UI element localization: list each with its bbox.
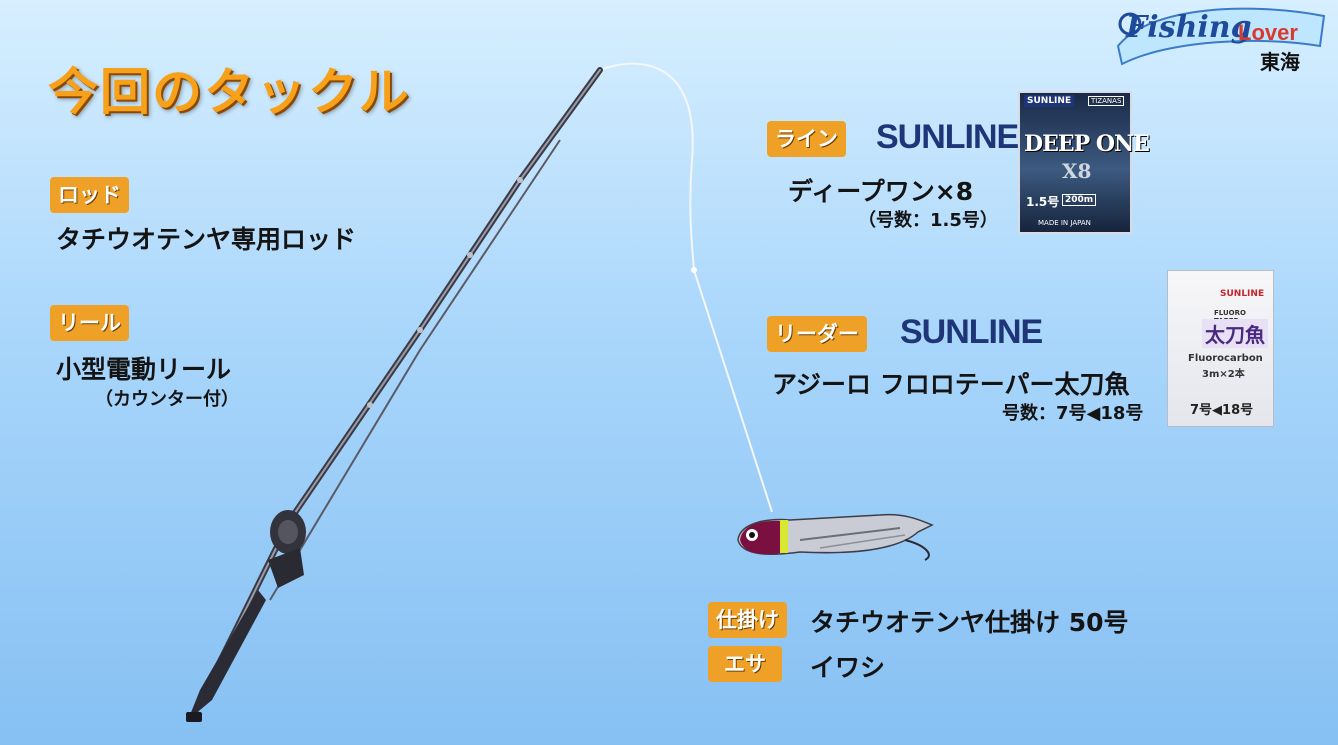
reel-graphic [268, 510, 306, 588]
leader-product: アジーロ フロロテーパー太刀魚 [772, 370, 1130, 399]
leader-tag: リーダー [767, 316, 867, 352]
page-title: 今回のタックル [48, 63, 411, 121]
logo-badge [1116, 7, 1326, 66]
line-package-length: 200m [1062, 194, 1097, 206]
bait-text: イワシ [810, 653, 886, 682]
rig-tag: 仕掛け [708, 602, 787, 638]
logo-text-main: Fishing [1126, 10, 1252, 45]
reel-sub: （カウンター付） [95, 389, 239, 410]
leader-package-image: SUNLINE FLUORO TAPER 太刀魚 Fluorocarbon 3m… [1167, 270, 1274, 427]
channel-logo: Fishing Lover 東海 [1110, 6, 1332, 74]
logo-text-accent: Lover [1238, 20, 1298, 45]
lure-graphic [737, 513, 934, 561]
leader-package-material: Fluorocarbon [1188, 353, 1263, 364]
leader-package-maker: SUNLINE [1220, 289, 1265, 299]
bait-tag: エサ [708, 646, 782, 682]
reel-text: 小型電動リール [56, 355, 232, 384]
leader-brand: SUNLINE [900, 313, 1043, 351]
line-package-variant: X8 [1062, 159, 1092, 183]
line-package-size: 1.5号 [1026, 195, 1060, 209]
line-tag: ライン [767, 121, 846, 157]
line-product: ディープワン×8 [788, 177, 974, 206]
rod-text: タチウオテンヤ専用ロッド [56, 225, 357, 254]
line-package-origin: MADE IN JAPAN [1038, 219, 1091, 227]
line-brand: SUNLINE [876, 118, 1019, 156]
leader-package-length: 3m×2本 [1202, 369, 1245, 380]
line-package-name: DEEP ONE [1024, 131, 1150, 157]
line-package-maker: SUNLINE [1024, 95, 1075, 107]
leader-package-name: 太刀魚 [1202, 319, 1268, 348]
rod-tag: ロッド [50, 177, 129, 213]
line-spec: （号数：1.5号） [858, 210, 998, 231]
leader-package-size: 7号◀18号 [1190, 403, 1254, 418]
rig-text: タチウオテンヤ仕掛け 50号 [810, 608, 1129, 637]
line-package-series: TIZANAS [1088, 96, 1125, 106]
line-package-image: SUNLINE TIZANAS DEEP ONE X8 1.5号 200m MA… [1018, 91, 1150, 234]
logo-text-region: 東海 [1260, 50, 1300, 74]
leader-spec: 号数：7号◀18号 [1002, 403, 1144, 424]
reel-tag: リール [50, 305, 129, 341]
